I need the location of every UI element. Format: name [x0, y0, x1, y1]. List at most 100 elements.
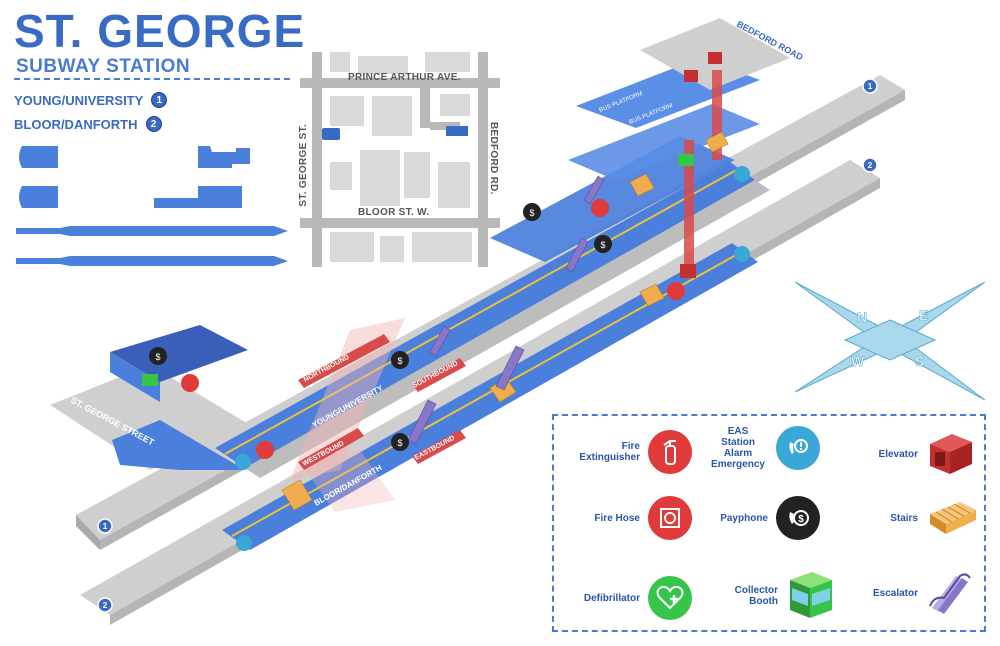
northbound-arrow [298, 334, 390, 388]
fire-hose-icon [648, 496, 692, 540]
street-label-bedford: BEDFORD RD. [488, 122, 499, 195]
escalator-icon [565, 237, 589, 273]
page-title: ST. GEORGE [14, 5, 306, 57]
legend-label: Defibrillator [583, 592, 640, 604]
escalator-icon [583, 175, 605, 205]
compass-east: E [919, 307, 928, 323]
elevator-shaft [712, 70, 722, 160]
plan-shape [19, 146, 58, 168]
legend-label: Fire Extinguisher [579, 441, 640, 463]
legend-label: Payphone [720, 512, 768, 524]
svg-text:1: 1 [868, 82, 873, 91]
track-badge-1-north: 1 [862, 78, 878, 94]
collector-booth-icon [790, 572, 832, 618]
legend-fire-hose: Fire Hose [594, 496, 692, 540]
svg-text:$: $ [798, 514, 804, 525]
line-key-young-university: YOUNG/UNIVERSITY 1 [14, 92, 168, 108]
escalator-icon [929, 573, 971, 614]
elevator-icon [708, 52, 722, 64]
plan-shape [19, 186, 58, 208]
collector-booth-icon [678, 154, 694, 166]
fire-hose-icon [256, 441, 274, 459]
eastbound-arrow [412, 430, 466, 464]
fire-extinguisher-icon [648, 430, 692, 474]
stairs-icon [639, 283, 665, 307]
legend-fire-extinguisher: Fire Extinguisher [560, 430, 692, 474]
eas-alarm-icon [734, 166, 750, 182]
line-name: BLOOR/DANFORTH [14, 116, 138, 132]
elevator-icon [684, 70, 698, 82]
fire-hose-icon [667, 282, 685, 300]
street-label-bloor: BLOOR ST. W. [358, 207, 430, 218]
eas-alarm-icon [236, 535, 252, 551]
eas-alarm-icon [235, 454, 251, 470]
westbound-arrow [298, 428, 364, 470]
svg-text:$: $ [155, 352, 160, 362]
stairs-icon [281, 479, 313, 511]
svg-text:1: 1 [103, 522, 108, 531]
legend-defibrillator: Defibrillator [572, 576, 692, 620]
platform-outline [16, 226, 288, 236]
street-label-prince-arthur: PRINCE ARTHUR AVE. [348, 72, 461, 83]
eas-alarm-icon [776, 426, 820, 470]
compass-west: W [851, 353, 865, 369]
legend-payphone: Payphone $ [720, 496, 820, 540]
legend-elevator: Elevator [868, 430, 976, 478]
track-badge-2-north: 2 [862, 157, 878, 173]
svg-text:2: 2 [868, 161, 873, 170]
payphone-icon: $ [391, 351, 409, 369]
st-george-concourse [110, 325, 248, 382]
track-badge-1: 1 [97, 518, 113, 534]
line-key-bloor-danforth: BLOOR/DANFORTH 2 [14, 116, 162, 132]
escalator-icon [495, 345, 525, 391]
stairs-icon [629, 173, 655, 197]
svg-text:$: $ [600, 240, 605, 250]
escalator-icon [407, 399, 437, 445]
title-divider [14, 78, 290, 80]
escalator-icon [429, 325, 451, 357]
svg-text:$: $ [397, 438, 402, 448]
plan-shape [154, 186, 242, 208]
plan-silhouettes [16, 146, 288, 266]
collector-booth-icon [142, 374, 158, 386]
payphone-icon: $ [776, 496, 820, 540]
line-number-badge: 1 [151, 92, 168, 108]
platform-outline [16, 256, 288, 266]
stairs-icon [705, 131, 729, 153]
line-name: YOUNG/UNIVERSITY [14, 92, 144, 108]
line-number-badge: 2 [145, 116, 162, 132]
fire-extinguisher-icon [591, 199, 609, 217]
fire-extinguisher-icon [181, 374, 199, 392]
plan-shape [198, 146, 250, 168]
platform-bloor-danforth [222, 243, 758, 550]
svg-text:2: 2 [103, 601, 108, 610]
svg-text:$: $ [397, 356, 402, 366]
legend-escalator: Escalator [868, 570, 974, 616]
svg-text:$: $ [529, 208, 534, 218]
street-map: PRINCE ARTHUR AVE. BLOOR ST. W. ST. GEOR… [298, 52, 500, 267]
compass-center [843, 319, 937, 361]
legend-label: Collector Booth [734, 585, 778, 607]
page-subtitle: SUBWAY STATION [16, 56, 191, 77]
street-map-graphic [300, 52, 500, 267]
track-badge-2: 2 [97, 597, 113, 613]
payphone-icon: $ [523, 203, 541, 221]
compass-south: S [915, 353, 924, 369]
elevator-shaft [684, 140, 694, 270]
legend-collector-booth: Collector Booth [704, 568, 836, 624]
payphone-icon: $ [149, 347, 167, 365]
compass-rose: N E S W [795, 282, 985, 401]
platform-young-university [215, 162, 755, 468]
stairs-icon [930, 502, 976, 534]
elevator-icon [930, 434, 972, 474]
payphone-icon: $ [594, 235, 612, 253]
legend-label: Stairs [890, 512, 918, 524]
legend-label: Fire Hose [594, 512, 640, 524]
defibrillator-icon [648, 576, 692, 620]
compass-north: N [857, 309, 867, 325]
southbound-arrow [412, 358, 466, 392]
